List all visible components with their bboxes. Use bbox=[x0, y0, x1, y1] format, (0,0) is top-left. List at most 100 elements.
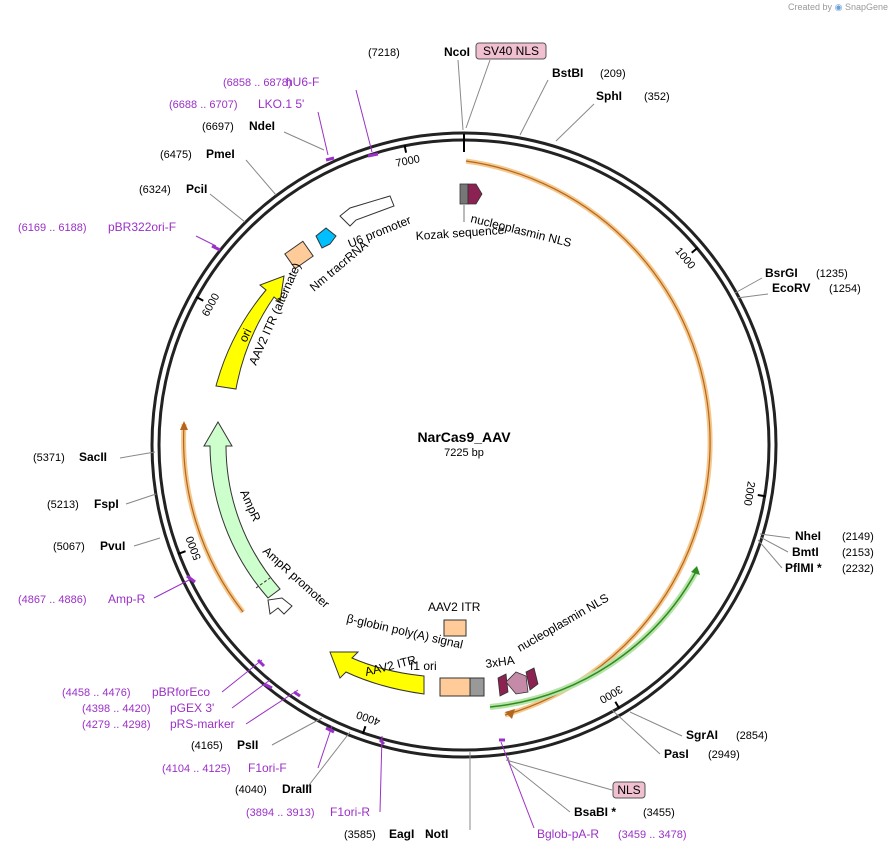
feature-label: Nm tracrRNA bbox=[307, 238, 371, 295]
primer-label: pBRforEco bbox=[152, 685, 210, 699]
green-orf-arc-line bbox=[489, 569, 698, 708]
nls-top-feature bbox=[467, 183, 483, 205]
primer-label: Bglob-pA-R bbox=[537, 827, 599, 841]
leader-line bbox=[734, 277, 763, 294]
primer-label: pBR322ori-F bbox=[108, 220, 176, 234]
primer-range: (4398 .. 4420) bbox=[82, 703, 151, 715]
leader-line bbox=[367, 152, 379, 158]
leader-line bbox=[209, 193, 246, 223]
primer-range: (4279 .. 4298) bbox=[82, 719, 151, 731]
primer-label: pRS-marker bbox=[170, 717, 235, 731]
enzyme-label: EagI bbox=[389, 827, 414, 841]
nls-top-gray bbox=[459, 183, 469, 205]
enzyme-label: FspI bbox=[94, 497, 119, 511]
backbone-outer-ring bbox=[150, 131, 778, 759]
leader-line bbox=[263, 682, 273, 690]
enzyme-position: (2232) bbox=[842, 563, 874, 575]
enzyme-position: (4040) bbox=[235, 784, 267, 796]
leader-line bbox=[293, 690, 301, 698]
enzyme-position: (6475) bbox=[160, 149, 192, 161]
leader-line bbox=[465, 59, 491, 129]
leader-line bbox=[119, 451, 156, 459]
enzyme-label: SphI bbox=[596, 89, 622, 103]
leader-line bbox=[245, 159, 277, 196]
enzyme-position: (2149) bbox=[842, 531, 874, 543]
f1-ori-feature bbox=[329, 651, 425, 695]
primer-range: (6688 .. 6707) bbox=[169, 99, 238, 111]
leader-line bbox=[133, 537, 161, 547]
enzyme-position: (2153) bbox=[842, 547, 874, 559]
nm-tracrrna-feature bbox=[315, 227, 337, 249]
enzyme-position: (209) bbox=[600, 68, 626, 80]
enzyme-position: (6697) bbox=[202, 121, 234, 133]
tick-mark bbox=[177, 550, 186, 555]
enzyme-position: (1254) bbox=[829, 283, 861, 295]
enzyme-label: BmtI bbox=[792, 545, 819, 559]
primer-range: (4458 .. 4476) bbox=[62, 687, 131, 699]
nls-bottom-feature-2 bbox=[525, 667, 539, 691]
leader-line bbox=[325, 726, 335, 734]
enzyme-label: DraIII bbox=[282, 782, 312, 796]
enzyme-label: EcoRV bbox=[772, 281, 810, 295]
primer-label: F1ori-F bbox=[248, 761, 287, 775]
primer-range: (6858 .. 6878) bbox=[223, 77, 292, 89]
nls-box bbox=[612, 781, 646, 799]
ampr-promoter-feature bbox=[267, 597, 293, 615]
plasmid-size: 7225 bp bbox=[444, 447, 484, 459]
leader-line bbox=[378, 738, 386, 746]
enzyme-label: BsaBI * bbox=[574, 805, 616, 819]
enzyme-position: (2949) bbox=[708, 749, 740, 761]
aav2-itr-alternate-box bbox=[284, 240, 314, 270]
leader-line bbox=[611, 709, 661, 755]
feature-label: ori bbox=[236, 326, 254, 344]
tick-label: 3000 bbox=[597, 683, 624, 706]
orf-arc-cas9-line bbox=[465, 160, 711, 716]
aav2-itr-box-1 bbox=[443, 619, 467, 637]
ampr-feature bbox=[203, 421, 281, 599]
enzyme-label: PsII bbox=[237, 738, 258, 752]
leader-line bbox=[555, 103, 595, 142]
enzyme-label: PmeI bbox=[206, 147, 235, 161]
tick-label: 6000 bbox=[200, 291, 222, 318]
enzyme-label: PflMI * bbox=[785, 561, 822, 575]
polya-box bbox=[469, 677, 485, 697]
enzyme-position: (352) bbox=[644, 91, 670, 103]
leader-line bbox=[245, 689, 299, 725]
enzyme-position: (2854) bbox=[736, 730, 768, 742]
snapgene-logo-icon: ◉ bbox=[834, 2, 843, 12]
leader-line bbox=[221, 659, 263, 693]
snapgene-branding: Created by ◉ SnapGene bbox=[788, 2, 888, 12]
leader-line bbox=[457, 59, 464, 131]
tick-mark bbox=[195, 295, 204, 302]
leader-line bbox=[271, 717, 323, 746]
leader-line bbox=[325, 156, 335, 162]
leader-line bbox=[757, 539, 783, 569]
enzyme-label: BsrGI bbox=[765, 266, 798, 280]
enzyme-label: SgrAI bbox=[686, 728, 718, 742]
leader-line bbox=[125, 493, 157, 505]
enzyme-separator: - bbox=[426, 827, 430, 841]
sv40-nls-box bbox=[475, 42, 547, 60]
enzyme-position: (1235) bbox=[816, 268, 848, 280]
primer-label: Amp-R bbox=[108, 592, 146, 606]
nls-label: NLS bbox=[617, 783, 640, 797]
enzyme-position: (3585) bbox=[344, 829, 376, 841]
enzyme-label: NcoI bbox=[444, 45, 470, 59]
enzyme-position: (5067) bbox=[53, 541, 85, 553]
leader-line bbox=[186, 574, 196, 584]
enzyme-label: PvuI bbox=[100, 539, 125, 553]
tick-mark bbox=[403, 144, 408, 153]
tick-mark bbox=[691, 246, 699, 254]
leader-line bbox=[355, 89, 373, 153]
leader-line bbox=[283, 131, 325, 151]
enzyme-label-2: NotI bbox=[425, 827, 448, 841]
enzyme-label: PasI bbox=[664, 747, 689, 761]
tick-label: 1000 bbox=[672, 245, 697, 271]
leader-line bbox=[736, 293, 769, 299]
feature-label: AAV2 ITR bbox=[428, 600, 481, 614]
leader-line bbox=[505, 759, 613, 791]
leader-line bbox=[507, 756, 571, 813]
leader-line bbox=[500, 741, 535, 829]
enzyme-position: (4165) bbox=[191, 740, 223, 752]
